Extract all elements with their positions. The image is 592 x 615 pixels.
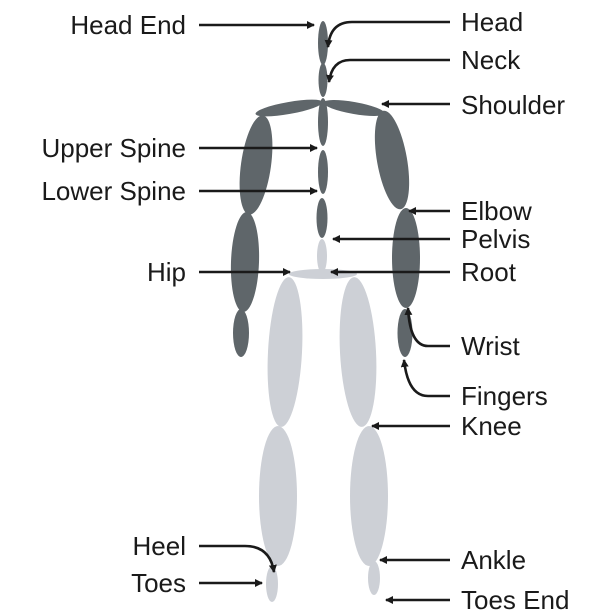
- right-hand-bone: [398, 309, 413, 357]
- upper-body: [229, 21, 420, 357]
- hip-label: Hip: [147, 257, 186, 287]
- right-shin-bone: [350, 426, 388, 566]
- heel-label: Heel: [133, 531, 186, 561]
- lower-spine-bone: [317, 198, 328, 238]
- heel-arrow: [199, 546, 274, 572]
- left-foot-bone: [266, 566, 278, 602]
- right-upper-arm-bone: [369, 108, 416, 212]
- left-thigh-bone: [264, 276, 306, 428]
- neck-arrow: [329, 60, 450, 82]
- left-shin-bone: [259, 426, 297, 566]
- right-forearm-bone: [392, 208, 420, 308]
- upper-spine-label: Upper Spine: [41, 133, 186, 163]
- ankle-label: Ankle: [461, 545, 526, 575]
- head-bone: [318, 21, 328, 65]
- left-hand-bone: [233, 309, 249, 357]
- knee-label: Knee: [461, 411, 522, 441]
- pelvis-label: Pelvis: [461, 224, 530, 254]
- right-clavicle-bone: [322, 97, 385, 120]
- left-forearm-bone: [229, 212, 260, 313]
- elbow-label: Elbow: [461, 196, 532, 226]
- neck-label: Neck: [461, 45, 521, 75]
- root-label: Root: [461, 257, 517, 287]
- upper-spine-bone: [318, 150, 328, 194]
- fingers-arrow: [404, 360, 450, 396]
- left-upper-arm-bone: [234, 113, 278, 216]
- right-thigh-bone: [336, 276, 380, 428]
- shoulder-label: Shoulder: [461, 90, 565, 120]
- fingers-label: Fingers: [461, 381, 548, 411]
- wrist-arrow: [408, 308, 450, 346]
- lower-body: [259, 239, 388, 602]
- neck-bone: [319, 63, 328, 97]
- labels: Head End Head Neck Shoulder Upper Spine …: [41, 7, 569, 615]
- head-end-label: Head End: [70, 10, 186, 40]
- hip-bar-bone: [289, 269, 357, 279]
- toes-end-label: Toes End: [461, 585, 569, 615]
- right-foot-bone: [368, 561, 380, 595]
- upper-spine-top-bone: [318, 98, 328, 146]
- lower-spine-label: Lower Spine: [41, 176, 186, 206]
- head-label: Head: [461, 7, 523, 37]
- pelvis-bone: [317, 239, 327, 273]
- head-arrow: [328, 22, 450, 47]
- wrist-label: Wrist: [461, 331, 521, 361]
- toes-label: Toes: [131, 568, 186, 598]
